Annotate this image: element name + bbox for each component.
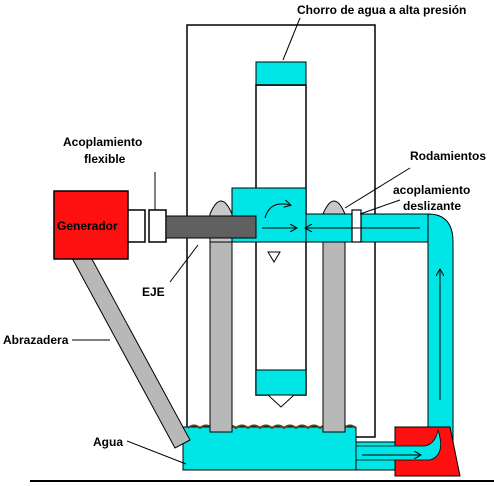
label-water: Agua	[93, 435, 123, 449]
leader-top-jet	[282, 17, 301, 61]
label-shaft: EJE	[142, 285, 165, 299]
label-flexible-coupling-1: Acoplamiento	[63, 135, 142, 149]
left-support-column	[209, 241, 233, 433]
flexible-coupling-right	[148, 209, 167, 243]
bottom-tip	[266, 394, 296, 408]
flow-arrow-inner-curve	[264, 204, 290, 219]
sliding-coupling	[351, 209, 362, 243]
bottom-water-block	[255, 369, 307, 396]
leader-water	[126, 440, 187, 465]
leader-sliding-coupling	[359, 199, 401, 215]
label-bearings: Rodamientos	[410, 149, 486, 163]
label-top-jet: Chorro de agua a alta presión	[297, 3, 466, 17]
flexible-coupling-left	[127, 209, 146, 243]
label-clamp: Abrazadera	[3, 333, 69, 347]
flow-arrow-down	[267, 251, 281, 263]
leader-bearings	[344, 167, 411, 209]
top-nozzle-block	[255, 61, 307, 86]
label-sliding-coupling-2: deslizante	[403, 199, 461, 213]
label-generator: Generador	[57, 219, 118, 233]
right-support-column	[322, 241, 346, 433]
label-flexible-coupling-2: flexible	[84, 152, 126, 166]
leader-shaft	[169, 244, 199, 283]
generator	[53, 190, 129, 260]
water-pool	[182, 426, 357, 471]
label-sliding-coupling-1: acoplamiento	[393, 183, 470, 197]
shaft	[165, 215, 257, 239]
